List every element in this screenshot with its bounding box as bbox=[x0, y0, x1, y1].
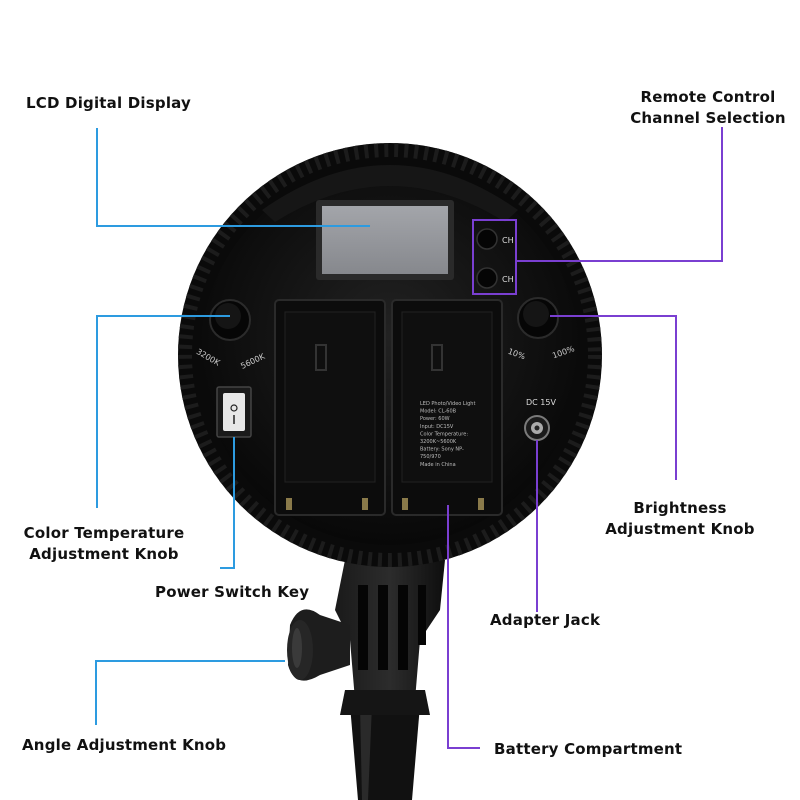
label-color-temp-line1: Color Temperature bbox=[23, 524, 185, 542]
label-color-temp-line2: Adjustment Knob bbox=[29, 545, 179, 563]
angle-knob-callout-line bbox=[95, 660, 285, 725]
channel-highlight-box bbox=[472, 219, 517, 295]
battery-callout-line bbox=[447, 505, 480, 749]
battery-slot-left bbox=[274, 299, 386, 516]
label-power-switch: Power Switch Key bbox=[155, 583, 310, 601]
spec-line: 750/970 bbox=[420, 454, 441, 460]
ch-label-top: CH bbox=[502, 236, 514, 245]
spec-line: LED Photo/Video Light bbox=[420, 401, 475, 407]
brightness-callout-line bbox=[550, 315, 677, 480]
label-brightness-line1: Brightness bbox=[633, 499, 727, 517]
ch-label-bottom: CH bbox=[502, 275, 514, 284]
remote-callout-line bbox=[516, 127, 723, 262]
color-temp-callout-line bbox=[96, 315, 230, 508]
spec-line: Input: DC15V bbox=[420, 424, 454, 430]
channel-buttons: CH CH bbox=[476, 228, 514, 289]
label-adapter-jack: Adapter Jack bbox=[490, 611, 601, 629]
stand bbox=[350, 705, 420, 800]
spec-line: 3200K~5600K bbox=[420, 439, 457, 445]
label-angle-knob: Angle Adjustment Knob bbox=[22, 736, 227, 754]
blue-callout-lines bbox=[95, 128, 370, 725]
label-remote-line2: Channel Selection bbox=[630, 109, 786, 127]
spec-line: Model: CL-60B bbox=[420, 409, 457, 415]
label-color-temperature: Color Temperature Adjustment Knob bbox=[14, 523, 194, 565]
spec-line: Color Temperature: bbox=[420, 431, 468, 437]
label-lcd-display: LCD Digital Display bbox=[26, 94, 192, 112]
dc-label: DC 15V bbox=[526, 398, 556, 407]
spec-line: Power: 60W bbox=[420, 416, 450, 422]
purple-callout-lines bbox=[447, 127, 723, 749]
power-switch-callout-line bbox=[220, 437, 235, 569]
mounting-bracket bbox=[335, 560, 445, 715]
angle-knob bbox=[287, 609, 350, 681]
label-remote-line1: Remote Control bbox=[640, 88, 776, 106]
label-brightness: Brightness Adjustment Knob bbox=[600, 498, 760, 540]
lcd-callout-line bbox=[96, 128, 370, 227]
label-battery-compartment: Battery Compartment bbox=[494, 740, 683, 758]
power-switch bbox=[216, 386, 252, 438]
spec-line: Battery: Sony NP- bbox=[420, 447, 464, 453]
label-remote-control: Remote Control Channel Selection bbox=[620, 87, 796, 129]
spec-line: Made in China bbox=[420, 462, 456, 468]
label-brightness-line2: Adjustment Knob bbox=[605, 520, 755, 538]
lcd-screen bbox=[316, 200, 454, 280]
dc-jack: DC 15V bbox=[524, 398, 556, 441]
